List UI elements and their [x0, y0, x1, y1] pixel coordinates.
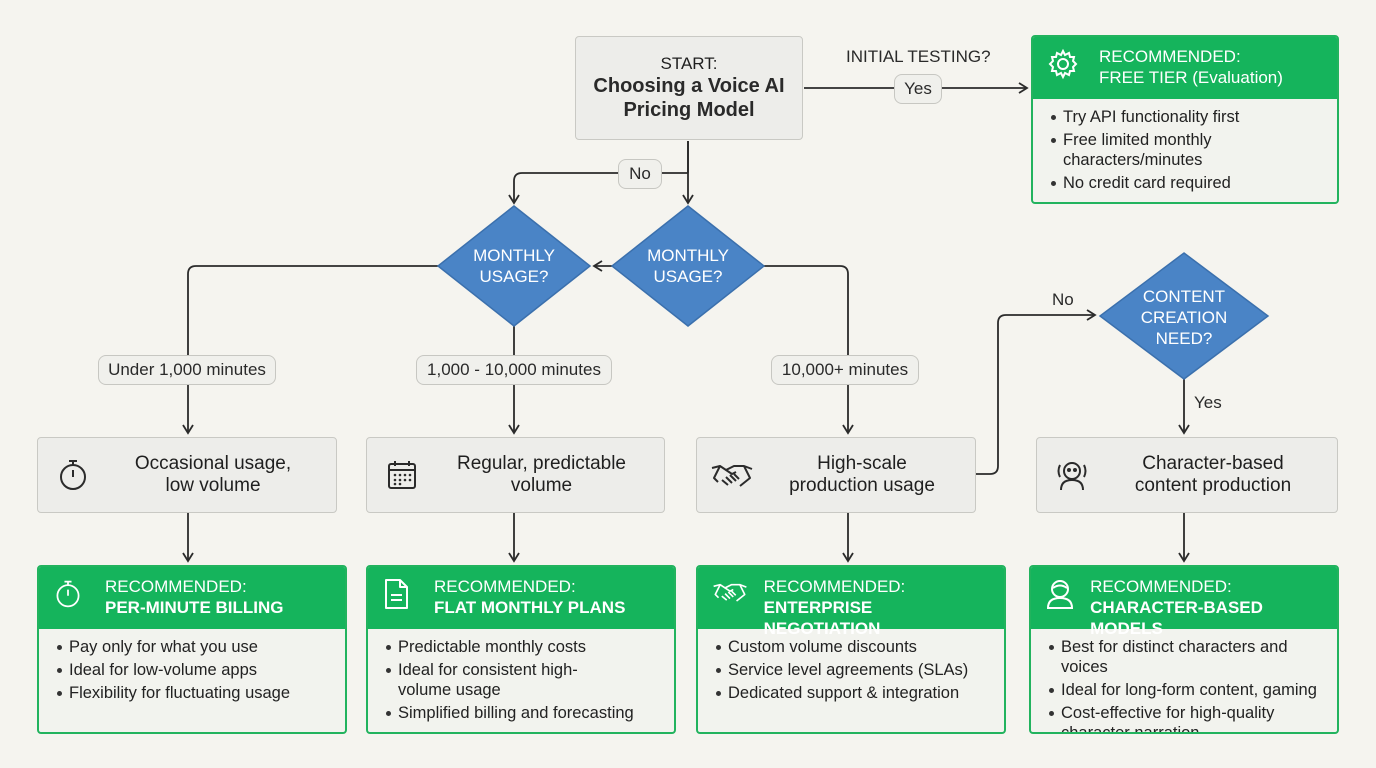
diamond-content-line3: NEED?: [1155, 328, 1213, 348]
diamond-monthly-left-line1: MONTHLY: [473, 246, 555, 265]
rec-enterprise-list: Custom volume discounts Service level ag…: [714, 637, 988, 703]
case-highscale-line1: High-scale: [817, 453, 907, 474]
case-character: Character-based content production: [1036, 437, 1338, 513]
start-title-line2: Pricing Model: [623, 99, 755, 121]
arrow-start-to-monthly-left: [508, 141, 689, 205]
rec-flat-header: RECOMMENDED: FLAT MONTHLY PLANS: [368, 567, 674, 629]
rec-character-header: RECOMMENDED: CHARACTER-BASED MODELS: [1031, 567, 1337, 638]
handshake-icon: [697, 460, 767, 490]
gear-icon: [1047, 46, 1099, 80]
rec-card-flat: RECOMMENDED: FLAT MONTHLY PLANS Predicta…: [366, 565, 676, 734]
list-item: Predictable monthly costs: [384, 637, 658, 657]
diamond-content-line1: CONTENT: [1142, 286, 1226, 306]
rec-card-character: RECOMMENDED: CHARACTER-BASED MODELS Best…: [1029, 565, 1339, 734]
rec-flat-title: FLAT MONTHLY PLANS: [434, 598, 626, 617]
document-icon: [382, 576, 434, 610]
rec-per-minute-list: Pay only for what you use Ideal for low-…: [55, 637, 329, 703]
stopwatch-icon: [38, 458, 108, 492]
line-monthly-right-to-high: [764, 265, 849, 358]
rec-free-title: FREE TIER (Evaluation): [1099, 68, 1283, 87]
arrow-highscale-to-content: [976, 309, 1097, 475]
rec-card-per-minute: RECOMMENDED: PER-MINUTE BILLING Pay only…: [37, 565, 347, 734]
character-face-icon: [1037, 457, 1107, 493]
handshake-icon: [712, 576, 764, 606]
person-icon: [1045, 576, 1090, 610]
calendar-icon: [367, 458, 437, 492]
list-item: Ideal for long-form content, gaming: [1047, 680, 1321, 700]
no-pill-top: No: [618, 159, 662, 189]
yes-label-right: Yes: [1194, 393, 1222, 412]
diamond-monthly-right-line2: USAGE?: [653, 267, 723, 286]
list-item: Ideal for consistent high-volume usage: [384, 660, 658, 700]
start-node: START: Choosing a Voice AI Pricing Model: [575, 36, 803, 140]
no-label-right: No: [1052, 290, 1074, 309]
list-item: Dedicated support & integration: [714, 683, 988, 703]
diamond-content-text: CONTENT CREATION NEED?: [1124, 284, 1244, 350]
case-occasional-line1: Occasional usage,: [134, 453, 292, 474]
list-item: Flexibility for fluctuating usage: [55, 683, 329, 703]
rec-card-free: RECOMMENDED: FREE TIER (Evaluation) Try …: [1031, 35, 1339, 204]
diamond-monthly-right-text: MONTHLY USAGE?: [638, 240, 738, 292]
start-label: START:: [660, 54, 718, 73]
list-item: Pay only for what you use: [55, 637, 329, 657]
list-item: Custom volume discounts: [714, 637, 988, 657]
list-item: Try API functionality first: [1049, 107, 1321, 127]
rec-enterprise-title: ENTERPRISE NEGOTIATION: [763, 598, 881, 638]
range-high-pill: 10,000+ minutes: [771, 355, 919, 385]
rec-per-minute-label: RECOMMENDED:: [105, 577, 247, 596]
rec-character-list: Best for distinct characters and voices …: [1047, 637, 1321, 732]
rec-flat-list: Predictable monthly costs Ideal for cons…: [384, 637, 658, 723]
case-character-line1: Character-based: [1142, 453, 1284, 474]
case-character-line2: content production: [1134, 475, 1292, 496]
list-item: Service level agreements (SLAs): [714, 660, 988, 680]
case-occasional: Occasional usage, low volume: [37, 437, 337, 513]
rec-per-minute-header: RECOMMENDED: PER-MINUTE BILLING: [39, 567, 345, 629]
case-regular-line2: volume: [510, 475, 573, 496]
case-highscale-line2: production usage: [789, 475, 935, 496]
rec-character-label: RECOMMENDED:: [1090, 577, 1232, 596]
line-monthly-left-to-under: [187, 265, 440, 358]
rec-card-enterprise: RECOMMENDED: ENTERPRISE NEGOTIATION Cust…: [696, 565, 1006, 734]
case-regular: Regular, predictable volume: [366, 437, 665, 513]
list-item: No credit card required: [1049, 173, 1321, 193]
diamond-content: [1098, 252, 1270, 380]
rec-free-label: RECOMMENDED:: [1099, 47, 1241, 66]
rec-character-title: CHARACTER-BASED MODELS: [1090, 598, 1263, 638]
case-highscale: High-scale production usage: [696, 437, 976, 513]
diamond-content-line2: CREATION: [1140, 307, 1228, 327]
rec-free-header: RECOMMENDED: FREE TIER (Evaluation): [1033, 37, 1337, 99]
case-regular-line1: Regular, predictable: [457, 453, 626, 474]
diamond-monthly-left-line2: USAGE?: [479, 267, 549, 286]
rec-flat-label: RECOMMENDED:: [434, 577, 576, 596]
start-title-line1: Choosing a Voice AI: [593, 75, 785, 97]
diamond-monthly-right-line1: MONTHLY: [647, 246, 729, 265]
list-item: Best for distinct characters and voices: [1047, 637, 1321, 677]
yes-pill-top: Yes: [894, 74, 942, 104]
list-item: Simplified billing and forecasting: [384, 703, 658, 723]
diamond-monthly-left: [436, 205, 592, 327]
case-occasional-line2: low volume: [165, 475, 261, 496]
rec-free-list: Try API functionality first Free limited…: [1049, 107, 1321, 193]
stopwatch-icon: [53, 576, 105, 610]
range-under-pill: Under 1,000 minutes: [98, 355, 276, 385]
list-item: Free limited monthly characters/minutes: [1049, 130, 1321, 170]
rec-per-minute-title: PER-MINUTE BILLING: [105, 598, 284, 617]
rec-enterprise-label: RECOMMENDED:: [763, 577, 906, 596]
rec-enterprise-header: RECOMMENDED: ENTERPRISE NEGOTIATION: [698, 567, 1004, 638]
range-mid-pill: 1,000 - 10,000 minutes: [416, 355, 612, 385]
list-item: Ideal for low-volume apps: [55, 660, 329, 680]
diamond-monthly-right: [610, 205, 766, 327]
initial-testing-label: INITIAL TESTING?: [846, 47, 991, 66]
list-item: Cost-effective for high-quality characte…: [1047, 703, 1321, 732]
diamond-monthly-left-text: MONTHLY USAGE?: [464, 240, 564, 292]
